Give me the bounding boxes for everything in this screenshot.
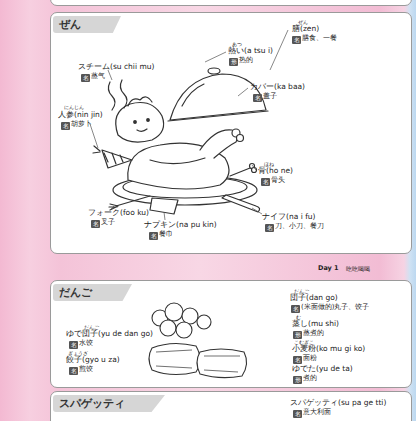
tag-text: 名 (151, 232, 157, 239)
definition: 叉子 (101, 218, 115, 227)
vocab-word: 人参(nin jin) (58, 110, 103, 119)
vocab-word: カバー(ka baa) (250, 82, 305, 91)
vocab-word: 熱い(a tsu i) (228, 46, 273, 55)
part-of-speech-tag: 名 (253, 94, 262, 102)
day-label: 吃吃喝喝 (346, 265, 370, 273)
tag-text: 形 (295, 331, 301, 338)
cut-panel (50, 0, 412, 6)
definition: (米面做的)丸子、饺子 (301, 303, 369, 312)
vocab-word: 小麦粉(ko mu gi ko) (292, 344, 365, 353)
tag-text: 名 (263, 178, 269, 185)
part-of-speech-tag: 名 (261, 178, 270, 186)
section-heading: スパゲッティ (53, 395, 165, 412)
section-heading: ぜん (53, 16, 121, 33)
part-of-speech-tag: 名 (69, 341, 78, 349)
vocab-word: 骨(ho ne) (258, 166, 293, 175)
vocab-word: 膳(zen) (292, 24, 319, 33)
definition: 蒸煮的 (303, 329, 324, 338)
tag-text: 名 (267, 224, 273, 231)
furigana: にんじん (64, 104, 84, 111)
part-of-speech-tag: 名 (293, 410, 302, 418)
tag-text: 名 (93, 220, 99, 227)
tag-text: 名 (83, 74, 89, 81)
part-of-speech-tag: 名 (292, 36, 301, 44)
part-of-speech-tag: 名 (61, 122, 70, 130)
tag-text: 形 (231, 58, 237, 65)
vocab-word: スチーム(su chii mu) (78, 62, 154, 71)
vocab-word: ナプキン(na pu kin) (144, 220, 217, 229)
definition: 煎饺 (79, 365, 93, 374)
vocab-word: フォーク(foo ku) (88, 208, 149, 217)
vocab-word: ゆでた(yu de ta) (292, 364, 353, 373)
definition: 意大利面 (303, 408, 331, 417)
vocab-word: 団子(dan go) (290, 293, 338, 302)
definition: 热的 (239, 56, 253, 65)
tag-text: 名 (71, 341, 77, 348)
definition: 餐巾 (159, 230, 173, 239)
part-of-speech-tag: 名 (81, 74, 90, 82)
part-of-speech-tag: 名 (69, 367, 78, 375)
part-of-speech-tag: 形 (229, 58, 238, 66)
tag-text: 名 (293, 305, 299, 312)
tag-text: 名 (295, 356, 301, 363)
definition: 膳食、一餐 (302, 34, 337, 43)
part-of-speech-tag: 名 (265, 224, 274, 232)
vocab-word: 蒸し(mu shi) (292, 319, 339, 328)
tag-text: 名 (295, 410, 301, 417)
vocab-word: ナイフ(na i fu) (262, 212, 315, 221)
definition: 蒸气 (91, 72, 105, 81)
part-of-speech-tag: 形 (293, 331, 302, 339)
vocab-word: スパゲッティ(su pa ge tti) (290, 398, 386, 407)
tag-text: 名 (255, 94, 261, 101)
definition: 面粉 (303, 354, 317, 363)
day-label: Day 1 (318, 264, 339, 272)
vocab-word: 餃子(gyo u za) (66, 355, 120, 364)
tag-text: 名 (63, 122, 69, 129)
part-of-speech-tag: 形 (293, 376, 302, 384)
part-of-speech-tag: 名 (149, 232, 158, 240)
definition: 盖子 (263, 92, 277, 101)
section-heading: だんご (53, 284, 132, 301)
part-of-speech-tag: 名 (91, 220, 100, 228)
part-of-speech-tag: 名 (293, 356, 302, 364)
part-of-speech-tag: 名 (291, 305, 300, 313)
definition: 胡萝卜 (71, 120, 92, 129)
tag-text: 名 (294, 36, 300, 43)
definition: 刀、小刀、餐刀 (275, 222, 324, 231)
definition: 水饺 (79, 339, 93, 348)
tag-text: 名 (71, 367, 77, 374)
tag-text: 形 (295, 376, 301, 383)
definition: 煮的 (303, 374, 317, 383)
definition: 骨头 (271, 176, 285, 185)
vocab-word: ゆで団子(yu de dan go) (66, 329, 153, 338)
